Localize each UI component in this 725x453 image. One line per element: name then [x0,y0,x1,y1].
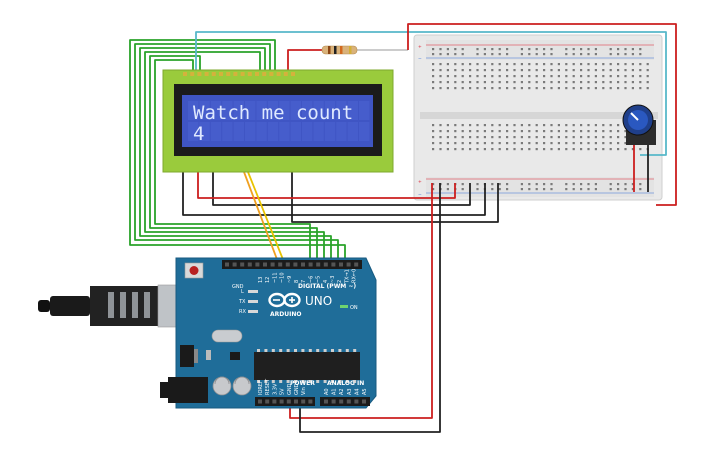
usb-plug-icon[interactable] [38,284,193,328]
power-pin-label: 3.3V [272,383,278,395]
digital-pin-label: RX←0 [352,269,358,283]
digital-pin-label: ~3 [330,276,336,283]
crystal [211,329,243,343]
digital-pin-label: ~10 [280,272,286,283]
wire-red-resistor[interactable] [287,49,322,72]
wire-black-3[interactable] [291,172,499,223]
digital-pin-label: 7 [301,280,307,283]
atmega-chip [254,352,360,380]
analog-pin-label: A1 [332,388,338,395]
lcd-module[interactable]: Watch me count 4 [162,69,394,173]
power-header [255,397,315,406]
svg-text:−: − [418,57,422,62]
dc-jack[interactable] [168,377,208,403]
analog-pin-label: A3 [347,388,353,395]
power-pin-label: IOREF [258,380,264,395]
digital-pin-label: 8 [294,280,300,283]
digital-pin-label: ~6 [308,276,314,283]
power-pin-label: Vin [301,387,307,395]
status-leds: L TX RX ON [238,289,358,315]
wire-red-top[interactable] [407,23,677,206]
wire-green-1[interactable] [129,39,346,262]
wire-green-5[interactable] [149,55,318,262]
digital-label: DIGITAL (PWM ~) [298,283,356,290]
svg-text:RX: RX [239,309,246,315]
gnd-label: GND [232,284,244,290]
lcd-line-2: 4 [193,123,204,145]
wire-red-lcd[interactable] [197,172,456,199]
on-label: ON [350,305,358,311]
wire-yellow[interactable] [247,171,285,263]
digital-pin-label: 4 [323,280,329,283]
digital-pin-label: ~9 [287,276,293,283]
analog-pin-label: A4 [354,388,360,395]
analog-label: ANALOG IN [327,380,364,387]
wire-green-4[interactable] [144,51,325,262]
wire-cyan[interactable] [195,31,667,156]
digital-pin-label: 2 [337,280,343,283]
wire-green-6[interactable] [154,59,311,262]
potentiometer[interactable] [622,104,656,145]
svg-text:−: − [418,193,422,198]
wire-red-5v[interactable] [289,183,433,419]
arduino-brand: ARDUINO [270,311,301,318]
voltage-regulator [180,345,194,367]
wire-orange[interactable] [243,171,279,263]
lcd-character-grid [188,101,370,141]
svg-text:+: + [418,179,422,185]
svg-text:TX: TX [238,299,246,305]
power-pin-label: GND [294,383,300,395]
digital-pin-label: TX→1 [344,269,350,284]
analog-pin-label: A0 [324,388,330,395]
analog-header [320,397,370,406]
digital-pin-label: 12 [265,277,271,283]
digital-pin-label: 13 [258,277,264,283]
digital-pin-label: ~11 [272,272,278,283]
arduino-logo-icon [268,292,301,308]
analog-pin-label: A5 [362,388,368,395]
svg-text:+: + [418,44,422,50]
capacitors [212,376,252,396]
wire-black-1[interactable] [182,172,486,216]
wires [129,23,677,433]
wire-green-2[interactable] [134,43,339,262]
digital-pin-label: ~5 [316,276,322,283]
power-label: POWER [290,380,315,387]
resistor[interactable] [321,45,358,55]
digital-header [222,260,362,269]
lcd-header-pins [183,72,295,76]
power-pin-label: GND [287,383,293,395]
svg-text:L: L [241,289,244,295]
power-pin-label: RESET [265,378,271,395]
wire-black-gnd[interactable] [299,183,441,433]
arduino-model: UNO [305,294,332,308]
lcd-line-1: Watch me count [193,102,353,124]
analog-pin-label: A2 [339,388,345,395]
power-pin-label: 5V [280,388,286,395]
wire-black-2[interactable] [212,172,471,206]
wire-green-3[interactable] [139,47,332,262]
